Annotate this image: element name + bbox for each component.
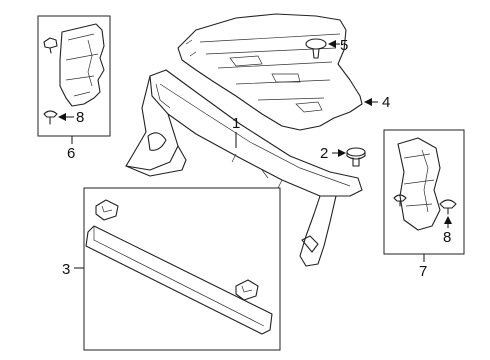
callout-3: 3 [62,261,84,278]
callout-1: 1 [232,115,240,148]
group-box-6 [37,15,111,137]
bolt-2 [346,147,366,167]
push-pin-clip-8-left [43,110,58,125]
callout-3-label: 3 [62,261,70,278]
push-pin-clip-8-right [439,199,457,215]
side-air-deflector-left [59,23,105,107]
callout-5: 5 [328,37,348,54]
radiator-upper-shield [177,13,363,131]
callout-8-right-label: 8 [443,229,451,246]
group-box-7 [383,129,465,255]
callout-7-label: 7 [419,263,427,280]
callout-4: 4 [364,94,390,111]
callout-8-left-label: 8 [76,109,84,126]
callout-2: 2 [320,145,346,162]
callout-6: 6 [67,136,75,162]
lower-crossmember [85,199,273,335]
push-pin-clip-right-small [393,194,407,207]
callout-4-label: 4 [382,94,390,111]
push-pin-5 [305,38,327,59]
group-box-3 [83,187,281,351]
callout-8-left: 8 [58,109,84,126]
callout-5-label: 5 [340,37,348,54]
callout-1-label: 1 [232,115,240,132]
side-air-deflector-right [397,137,441,231]
callout-7: 7 [419,254,427,280]
callout-6-label: 6 [67,145,75,162]
push-pin-clip-upper-left [43,37,58,54]
callout-2-label: 2 [320,145,328,162]
callout-8-right: 8 [443,216,452,246]
radiator-support [125,69,363,267]
